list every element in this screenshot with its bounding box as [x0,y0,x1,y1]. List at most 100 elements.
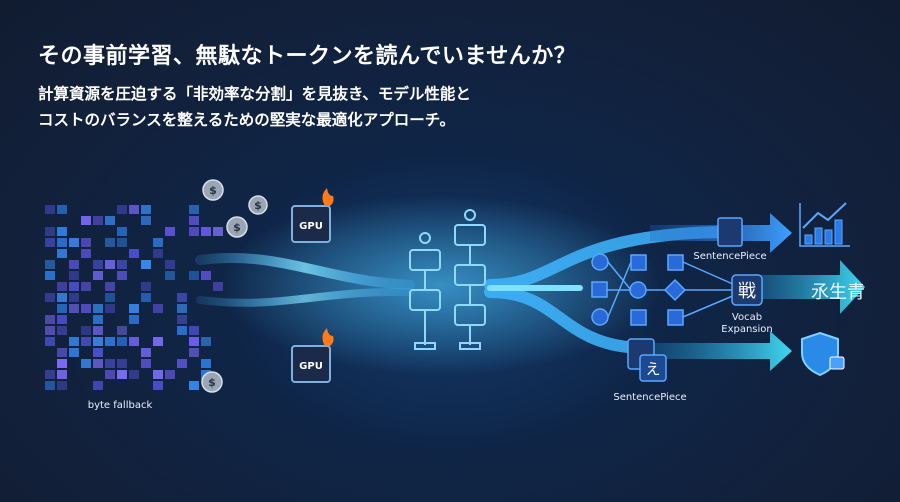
coin-symbol: $ [208,376,216,389]
token-block [177,293,187,302]
token-block [105,282,115,291]
gpu-chip-bottom: GPU [291,328,334,383]
token-block [81,337,91,346]
arrow-bottom [650,331,792,371]
token-block [141,260,151,269]
token-block [177,359,187,368]
token-block [57,205,67,214]
token-block [117,260,127,269]
token-block [129,304,139,313]
token-block [57,348,67,357]
token-block [201,337,211,346]
hiragana-char: え [645,360,660,378]
token-block [45,227,55,236]
token-block [189,326,199,335]
token-block [93,337,103,346]
token-block [201,271,211,280]
sentencepiece-label-top: SentencePiece [693,251,767,262]
token-block [93,348,103,357]
token-block [105,238,115,247]
token-block [213,227,223,236]
token-block [105,337,115,346]
token-block [165,271,175,280]
token-block [45,381,55,390]
token-block [93,271,103,280]
vocab-char-box: 戦 [731,274,763,306]
bar-chart-up-icon [799,202,850,247]
token-block [81,238,91,247]
token-block [189,227,199,236]
token-block [117,370,127,379]
token-block [189,271,199,280]
token-block [177,304,187,313]
token-block [117,359,127,368]
token-block [45,337,55,346]
token-block [57,293,67,302]
token-block [129,249,139,258]
token-block [129,337,139,346]
token-block [189,381,199,390]
token-block [69,348,79,357]
token-block [81,304,91,313]
token-block [93,304,103,313]
token-block [81,216,91,225]
token-block [57,370,67,379]
token-block [81,282,91,291]
token-block [129,315,139,324]
token-mosaic [45,205,223,390]
token-block [57,326,67,335]
token-block [57,249,67,258]
sentencepiece-label-bottom: SentencePiece [613,392,687,403]
vocab-label-line-2: Expansion [721,324,773,335]
token-block [45,293,55,302]
token-block [57,304,67,313]
token-block [153,304,163,313]
subtitle-line-1: 計算資源を圧迫する「非効率な分割」を見抜き、モデル性能と [38,85,471,103]
flame-icon [322,328,334,346]
token-block [45,271,55,280]
flowchart-icon [409,209,486,350]
token-block [57,282,67,291]
token-block [117,337,127,346]
coin-symbol: $ [209,184,217,197]
token-block [105,370,115,379]
token-block [153,238,163,247]
vocab-char: 戦 [738,281,756,302]
token-block [177,315,187,324]
token-block [153,381,163,390]
token-block [57,227,67,236]
token-block [93,381,103,390]
token-block [117,326,127,335]
token-block [45,205,55,214]
gpu-label: GPU [299,221,323,232]
token-block [69,238,79,247]
document-icon [717,217,743,247]
expanded-chars: 氶生青 [811,282,865,303]
token-block [165,370,175,379]
token-block [189,337,199,346]
token-block [69,271,79,280]
token-block [189,348,199,357]
token-block [129,205,139,214]
token-block [93,359,103,368]
token-block [69,304,79,313]
token-block [189,205,199,214]
token-block [93,216,103,225]
token-block [45,370,55,379]
token-block [45,326,55,335]
subtitle-line-2: コストのバランスを整えるための堅実な最適化アプローチ。 [38,111,455,129]
token-block [69,282,79,291]
token-block [153,249,163,258]
token-block [45,260,55,269]
gpu-label: GPU [299,361,323,372]
token-block [105,216,115,225]
token-block [177,326,187,335]
coin-symbol: $ [233,221,241,234]
gpu-chip-top: GPU [291,188,334,243]
token-block [81,249,91,258]
token-block [81,326,91,335]
page-title: その事前学習、無駄なトークンを読んでいませんか？ [38,44,577,69]
token-block [201,227,211,236]
vocab-label-line-1: Vocab [731,312,763,323]
token-block [117,271,127,280]
